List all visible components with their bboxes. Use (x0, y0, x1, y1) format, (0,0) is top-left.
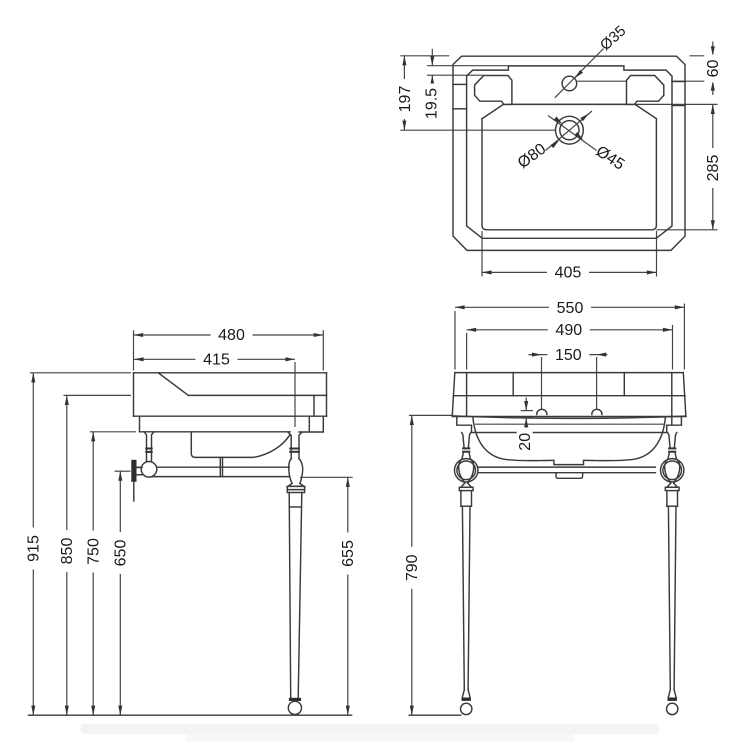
svg-text:490: 490 (555, 322, 582, 339)
svg-text:60: 60 (705, 60, 722, 78)
svg-text:850: 850 (59, 538, 76, 565)
svg-text:405: 405 (555, 264, 582, 281)
svg-text:550: 550 (557, 300, 584, 317)
svg-text:150: 150 (555, 347, 582, 364)
svg-text:415: 415 (203, 352, 230, 369)
svg-text:650: 650 (113, 540, 130, 567)
svg-text:750: 750 (86, 538, 103, 565)
svg-text:655: 655 (340, 540, 357, 567)
svg-text:285: 285 (705, 155, 722, 182)
svg-text:20: 20 (517, 433, 534, 451)
svg-text:915: 915 (25, 535, 42, 562)
svg-text:480: 480 (218, 327, 245, 344)
svg-text:197: 197 (397, 86, 414, 113)
svg-text:790: 790 (404, 554, 421, 581)
svg-text:19.5: 19.5 (423, 88, 440, 119)
